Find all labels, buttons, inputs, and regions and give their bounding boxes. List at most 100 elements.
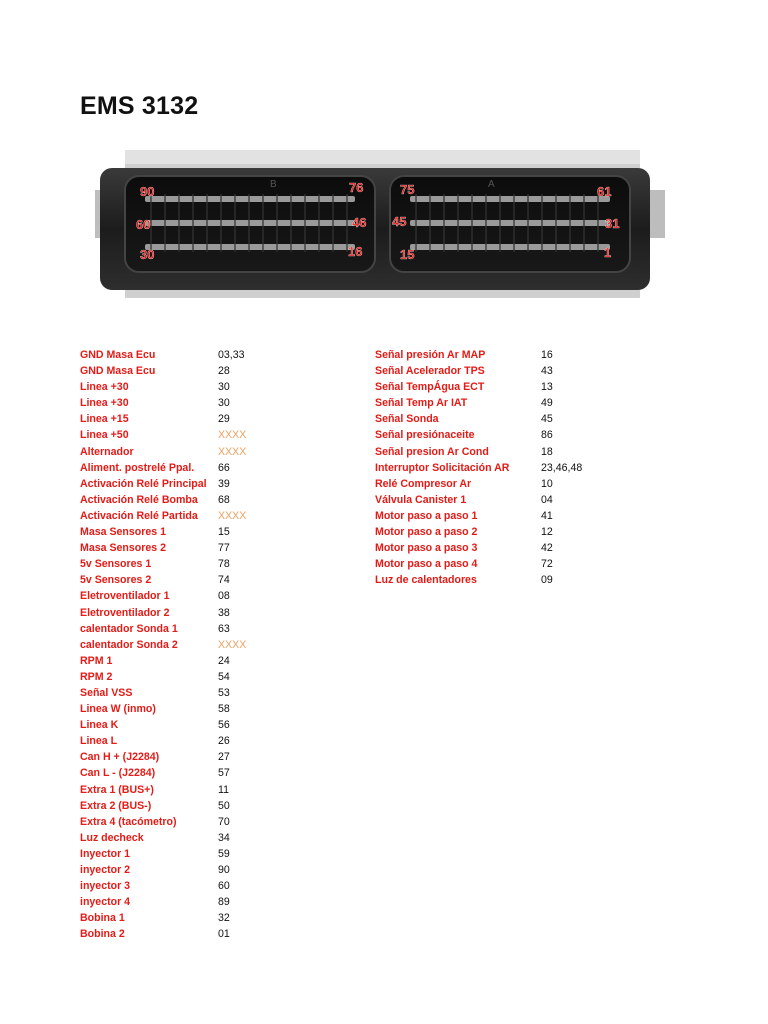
pin-number-value: 10 bbox=[541, 477, 553, 490]
pin-function-label: Motor paso a paso 2 bbox=[375, 526, 478, 539]
pin-function-label: Aliment. postrelé Ppal. bbox=[80, 461, 195, 474]
pin-number-value: XXXX bbox=[218, 429, 247, 442]
pin-function-label: Activación Relé Principal bbox=[80, 477, 207, 490]
pin-function-label: RPM 2 bbox=[80, 670, 113, 683]
pin-row: Motor paso a paso 2 12 bbox=[375, 526, 635, 542]
pin-function-label: 5v Sensores 1 bbox=[80, 558, 152, 571]
pin-number-value: 38 bbox=[218, 606, 230, 619]
block-letter-a: A bbox=[488, 179, 495, 190]
pin-number-value: 39 bbox=[218, 477, 230, 490]
pin-number-value: 27 bbox=[218, 751, 230, 764]
pin-function-label: Inyector 1 bbox=[80, 847, 131, 860]
pin-label-30: 30 bbox=[140, 247, 154, 262]
pin-number-value: 77 bbox=[218, 542, 230, 555]
pin-function-label: Señal Acelerador TPS bbox=[375, 365, 485, 378]
pin-label-15: 15 bbox=[400, 247, 414, 262]
pin-row: Motor paso a paso 1 41 bbox=[375, 510, 635, 526]
pin-row: inyector 2 90 bbox=[80, 864, 340, 880]
pin-function-label: Motor paso a paso 4 bbox=[375, 558, 478, 571]
pin-function-label: Extra 4 (tacómetro) bbox=[80, 815, 177, 828]
pin-number-value: 28 bbox=[218, 365, 230, 378]
pin-number-value: 13 bbox=[541, 381, 553, 394]
pin-number-value: 49 bbox=[541, 397, 553, 410]
pin-row: Linea W (inmo)58 bbox=[80, 703, 340, 719]
pin-number-value: 18 bbox=[541, 445, 553, 458]
pin-rows-left bbox=[145, 196, 355, 250]
pin-number-value: 74 bbox=[218, 574, 230, 587]
pin-number-value: 29 bbox=[218, 413, 230, 426]
pin-number-value: 34 bbox=[218, 831, 230, 844]
pin-function-label: inyector 2 bbox=[80, 864, 131, 876]
pin-label-46: 46 bbox=[352, 215, 366, 230]
pin-number-value: 16 bbox=[541, 349, 553, 361]
pin-function-label: Válvula Canister 1 bbox=[375, 493, 467, 506]
pin-function-label: Señal presiónaceite bbox=[375, 429, 475, 442]
pin-function-label: Eletroventilador 1 bbox=[80, 590, 170, 603]
pin-function-label: Señal TempÁgua ECT bbox=[375, 381, 485, 394]
pin-number-value: 60 bbox=[218, 880, 230, 893]
pin-number-value: 24 bbox=[218, 654, 230, 667]
pin-number-value: 90 bbox=[218, 864, 230, 876]
pin-row: Extra 1 (BUS+)11 bbox=[80, 784, 340, 800]
pin-function-label: Activación Relé Partida bbox=[80, 509, 198, 522]
pin-function-label: Linea +30 bbox=[80, 397, 129, 410]
pin-row: Extra 4 (tacómetro)70 bbox=[80, 816, 340, 832]
pin-number-value: 15 bbox=[218, 526, 230, 539]
pin-number-value: 11 bbox=[218, 783, 229, 796]
pin-function-label: Motor paso a paso 1 bbox=[375, 509, 478, 522]
pin-row: Inyector 1 59 bbox=[80, 848, 340, 864]
pin-dividers-left bbox=[150, 194, 348, 252]
pin-label-76: 76 bbox=[349, 180, 363, 195]
pin-function-label: Linea +50 bbox=[80, 429, 129, 442]
pin-number-value: 78 bbox=[218, 558, 230, 571]
pin-row: Eletroventilador 2 38 bbox=[80, 607, 340, 623]
pin-number-value: 32 bbox=[218, 912, 230, 925]
pin-row: Extra 2 (BUS-)50 bbox=[80, 800, 340, 816]
pin-row: Luz decheck 34 bbox=[80, 832, 340, 848]
pin-number-value: 42 bbox=[541, 542, 553, 555]
pin-row: Linea +50 XXXX bbox=[80, 429, 340, 445]
pin-function-label: calentador Sonda 1 bbox=[80, 622, 178, 635]
pin-function-label: RPM 1 bbox=[80, 654, 113, 667]
pin-function-label: Luz decheck bbox=[80, 831, 144, 844]
pin-function-label: inyector 3 bbox=[80, 880, 131, 893]
pin-label-16: 16 bbox=[348, 244, 362, 259]
pin-number-value: 41 bbox=[541, 509, 553, 522]
pin-function-label: Linea L bbox=[80, 735, 118, 748]
pin-function-label: Eletroventilador 2 bbox=[80, 606, 170, 619]
pin-number-value: 57 bbox=[218, 767, 230, 780]
pin-function-label: calentador Sonda 2 bbox=[80, 638, 178, 651]
pin-function-label: GND Masa Ecu bbox=[80, 365, 156, 378]
pin-row: GND Masa Ecu 28 bbox=[80, 365, 340, 381]
ecu-connector-image: B A 90 76 60 46 30 16 75 61 45 31 15 1 bbox=[95, 150, 665, 298]
pin-row: Activación Relé Principal 39 bbox=[80, 478, 340, 494]
pin-number-value: 12 bbox=[541, 526, 553, 539]
pin-function-label: Luz de calentadores bbox=[375, 574, 477, 587]
pin-row: inyector 3 60 bbox=[80, 880, 340, 896]
pin-function-label: Linea W (inmo) bbox=[80, 703, 156, 716]
pin-number-value: 30 bbox=[218, 381, 230, 394]
pin-number-value: 59 bbox=[218, 847, 230, 860]
pin-function-label: Motor paso a paso 3 bbox=[375, 542, 478, 555]
pin-number-value: 53 bbox=[218, 686, 230, 699]
pin-function-label: Señal VSS bbox=[80, 686, 133, 699]
pin-row: Señal VSS 53 bbox=[80, 687, 340, 703]
pin-row: Señal TempÁgua ECT 13 bbox=[375, 381, 635, 397]
